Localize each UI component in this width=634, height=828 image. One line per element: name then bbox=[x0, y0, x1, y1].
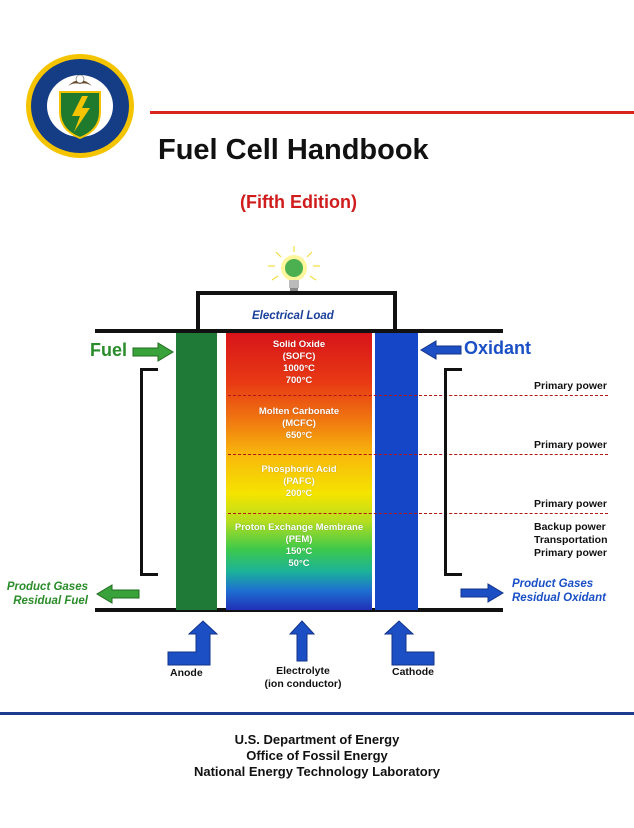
product-gases-right-line: Product Gases bbox=[512, 578, 594, 590]
electrolyte-label: Electrolyte (ion conductor) bbox=[252, 665, 354, 691]
header-rule bbox=[150, 111, 634, 114]
fuel-arrow-icon bbox=[132, 342, 174, 362]
product-gases-right: Product Gases Residual Oxidant bbox=[512, 577, 606, 605]
cell-type-pafc: Phosphoric Acid (PAFC) 200°C bbox=[226, 464, 372, 500]
cathode-arrow-icon bbox=[384, 620, 435, 666]
exhaust-left-arrow-icon bbox=[96, 584, 140, 604]
cell-type-abbr: (PEM) bbox=[285, 534, 313, 545]
cell-temp: 1000°C bbox=[283, 363, 315, 374]
right-bracket bbox=[444, 368, 462, 576]
cell-temp: 200°C bbox=[285, 488, 313, 499]
document-title: Fuel Cell Handbook bbox=[158, 134, 429, 166]
cell-type-sofc: Solid Oxide (SOFC) 1000°C 700°C bbox=[226, 339, 372, 387]
electrolyte-label-line: Electrolyte bbox=[276, 665, 330, 677]
electrical-load-label: Electrical Load bbox=[252, 310, 334, 322]
cell-type-name: Solid Oxide bbox=[272, 339, 326, 350]
electrolyte-arrow-icon bbox=[288, 620, 316, 662]
cell-temp: 50°C bbox=[288, 558, 310, 569]
cell-type-abbr: (SOFC) bbox=[282, 351, 316, 362]
cell-type-name: Proton Exchange Membrane bbox=[234, 522, 364, 533]
separator-line bbox=[228, 395, 608, 396]
cell-type-abbr: (MCFC) bbox=[282, 418, 316, 429]
product-gases-left-line: Residual Fuel bbox=[13, 595, 88, 607]
anode-arrow-icon bbox=[167, 620, 218, 666]
cell-type-name: Phosphoric Acid bbox=[261, 464, 337, 475]
cell-type-mcfc: Molten Carbonate (MCFC) 650°C bbox=[226, 406, 372, 442]
cell-temp: 650°C bbox=[285, 430, 313, 441]
cell-temp: 150°C bbox=[285, 546, 313, 557]
product-gases-left: Product Gases Residual Fuel bbox=[6, 580, 88, 608]
fuel-label: Fuel bbox=[90, 340, 128, 360]
cell-type-pem: Proton Exchange Membrane (PEM) 150°C 50°… bbox=[226, 522, 372, 570]
product-gases-left-line: Product Gases bbox=[6, 581, 88, 593]
application-label: Primary power bbox=[534, 380, 607, 392]
application-label: Primary power bbox=[534, 498, 607, 510]
anode-layer bbox=[176, 333, 217, 610]
left-bracket bbox=[140, 368, 158, 576]
application-label: Backup power bbox=[534, 521, 606, 533]
electrolyte-layer bbox=[226, 333, 372, 610]
cathode-layer bbox=[375, 333, 418, 610]
cell-type-abbr: (PAFC) bbox=[283, 476, 315, 487]
electrolyte-label-line: (ion conductor) bbox=[264, 678, 342, 690]
separator-line bbox=[228, 454, 608, 455]
footer-line: National Energy Technology Laboratory bbox=[193, 764, 441, 779]
exhaust-right-arrow-icon bbox=[460, 583, 504, 603]
cell-temp: 700°C bbox=[285, 375, 313, 386]
light-bulb-icon bbox=[268, 246, 320, 292]
anode-label: Anode bbox=[170, 667, 203, 679]
footer-line: Office of Fossil Energy bbox=[246, 748, 388, 763]
footer-rule bbox=[0, 712, 634, 715]
separator-line bbox=[228, 513, 608, 514]
application-label: Primary power bbox=[534, 547, 607, 559]
bottom-plate bbox=[95, 608, 503, 612]
application-label: Primary power bbox=[534, 439, 607, 451]
oxidant-arrow-icon bbox=[420, 340, 462, 360]
oxidant-label: Oxidant bbox=[464, 338, 532, 358]
cathode-label: Cathode bbox=[392, 666, 434, 678]
doe-seal-logo bbox=[26, 54, 134, 158]
top-plate bbox=[95, 329, 503, 333]
product-gases-right-line: Residual Oxidant bbox=[512, 592, 606, 604]
load-circuit bbox=[196, 291, 397, 333]
application-label: Transportation bbox=[534, 534, 608, 546]
edition-label: (Fifth Edition) bbox=[240, 192, 357, 212]
footer-line: U.S. Department of Energy bbox=[234, 732, 400, 747]
cell-type-name: Molten Carbonate bbox=[258, 406, 340, 417]
footer-block: U.S. Department of Energy Office of Foss… bbox=[0, 732, 634, 780]
